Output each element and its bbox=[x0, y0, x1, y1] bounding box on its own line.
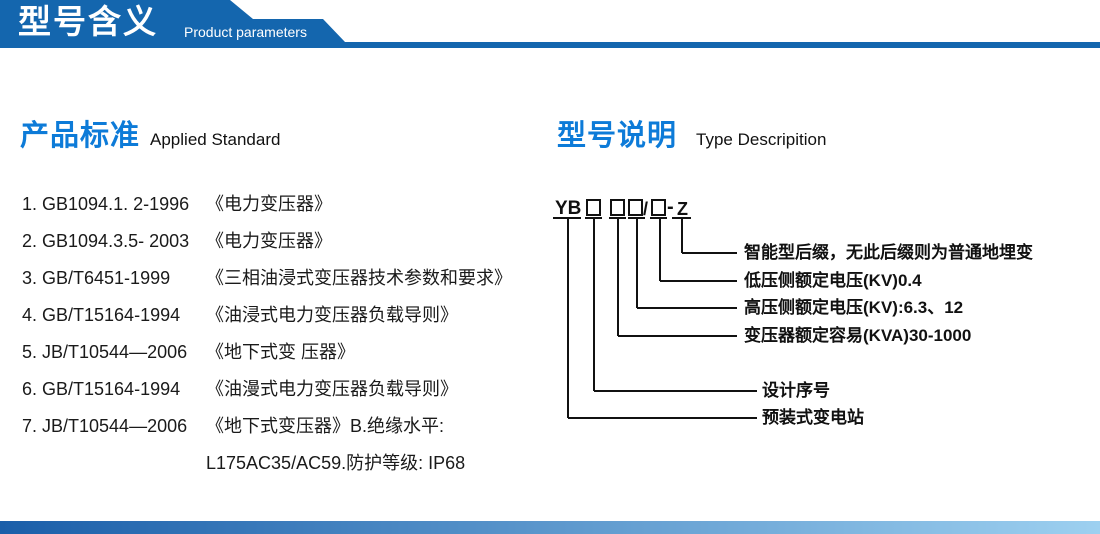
standard-title: L175AC35/AC59.防护等级: IP68 bbox=[206, 453, 466, 473]
page-title: 型号含义 bbox=[18, 3, 158, 40]
model-suffix: Z bbox=[677, 199, 688, 219]
callout-smart-suffix: 智能型后缀，无此后缀则为普通地埋变 bbox=[744, 243, 1033, 262]
list-item-continuation: L175AC35/AC59.防护等级: IP68 bbox=[22, 452, 552, 474]
applied-standard-heading-zh: 产品标准 bbox=[20, 120, 141, 152]
model-prefix: YB bbox=[555, 198, 581, 219]
callout-high-voltage: 高压侧额定电压(KV):6.3、12 bbox=[744, 298, 964, 317]
callout-low-voltage: 低压侧额定电压(KV)0.4 bbox=[744, 271, 922, 290]
standard-title: 《油浸式电力变压器负载导则》 bbox=[206, 305, 458, 325]
callout-prefab-substation: 预装式变电站 bbox=[762, 408, 864, 427]
model-slash: / bbox=[643, 199, 648, 219]
list-item: 2. GB1094.3.5- 2003 《电力变压器》 bbox=[22, 230, 552, 252]
model-dash: - bbox=[667, 196, 674, 218]
applied-standard-heading: 产品标准 Applied Standard bbox=[20, 112, 280, 154]
standard-number: 6. GB/T15164-1994 bbox=[22, 379, 181, 399]
list-item: 7. JB/T10544—2006 《地下式变压器》B.绝缘水平: bbox=[22, 415, 552, 437]
bottom-divider-bar bbox=[0, 521, 1100, 534]
standard-number: 5. JB/T10544—2006 bbox=[22, 342, 188, 362]
model-square bbox=[586, 199, 601, 216]
list-item: 4. GB/T15164-1994 《油浸式电力变压器负载导则》 bbox=[22, 304, 552, 326]
standard-title: 《地下式变压器》B.绝缘水平: bbox=[206, 416, 445, 436]
callout-rated-capacity: 变压器额定容易(KVA)30-1000 bbox=[744, 326, 972, 345]
standard-title: 《电力变压器》 bbox=[206, 231, 332, 251]
standard-number: 2. GB1094.3.5- 2003 bbox=[22, 231, 190, 251]
standard-title: 《电力变压器》 bbox=[206, 194, 332, 214]
callout-design-serial: 设计序号 bbox=[762, 381, 830, 400]
standard-number: 3. GB/T6451-1999 bbox=[22, 268, 171, 288]
standard-title: 《三相油浸式变压器技术参数和要求》 bbox=[206, 268, 512, 288]
list-item: 5. JB/T10544—2006 《地下式变 压器》 bbox=[22, 341, 552, 363]
applied-standard-heading-en: Applied Standard bbox=[150, 130, 281, 149]
type-description-heading: 型号说明 Type Descripition bbox=[557, 112, 826, 154]
standards-list: 1. GB1094.1. 2-1996 《电力变压器》 2. GB1094.3.… bbox=[22, 193, 552, 489]
model-square bbox=[628, 199, 643, 216]
page-subtitle: Product parameters bbox=[184, 24, 307, 40]
list-item: 1. GB1094.1. 2-1996 《电力变压器》 bbox=[22, 193, 552, 215]
model-square bbox=[651, 199, 666, 216]
standard-title: 《地下式变 压器》 bbox=[206, 342, 356, 362]
standard-number bbox=[22, 452, 206, 474]
model-breakdown-diagram: YB / - Z bbox=[553, 196, 757, 419]
standard-number: 7. JB/T10544—2006 bbox=[22, 416, 188, 436]
header-banner bbox=[0, 0, 1100, 48]
list-item: 3. GB/T6451-1999 《三相油浸式变压器技术参数和要求》 bbox=[22, 267, 552, 289]
type-description-heading-en: Type Descripition bbox=[696, 130, 827, 149]
standard-number: 1. GB1094.1. 2-1996 bbox=[22, 194, 190, 214]
type-description-heading-zh: 型号说明 bbox=[557, 120, 678, 152]
standard-title: 《油漫式电力变压器负载导则》 bbox=[206, 379, 458, 399]
model-square bbox=[610, 199, 625, 216]
list-item: 6. GB/T15164-1994 《油漫式电力变压器负载导则》 bbox=[22, 378, 552, 400]
standard-number: 4. GB/T15164-1994 bbox=[22, 305, 181, 325]
